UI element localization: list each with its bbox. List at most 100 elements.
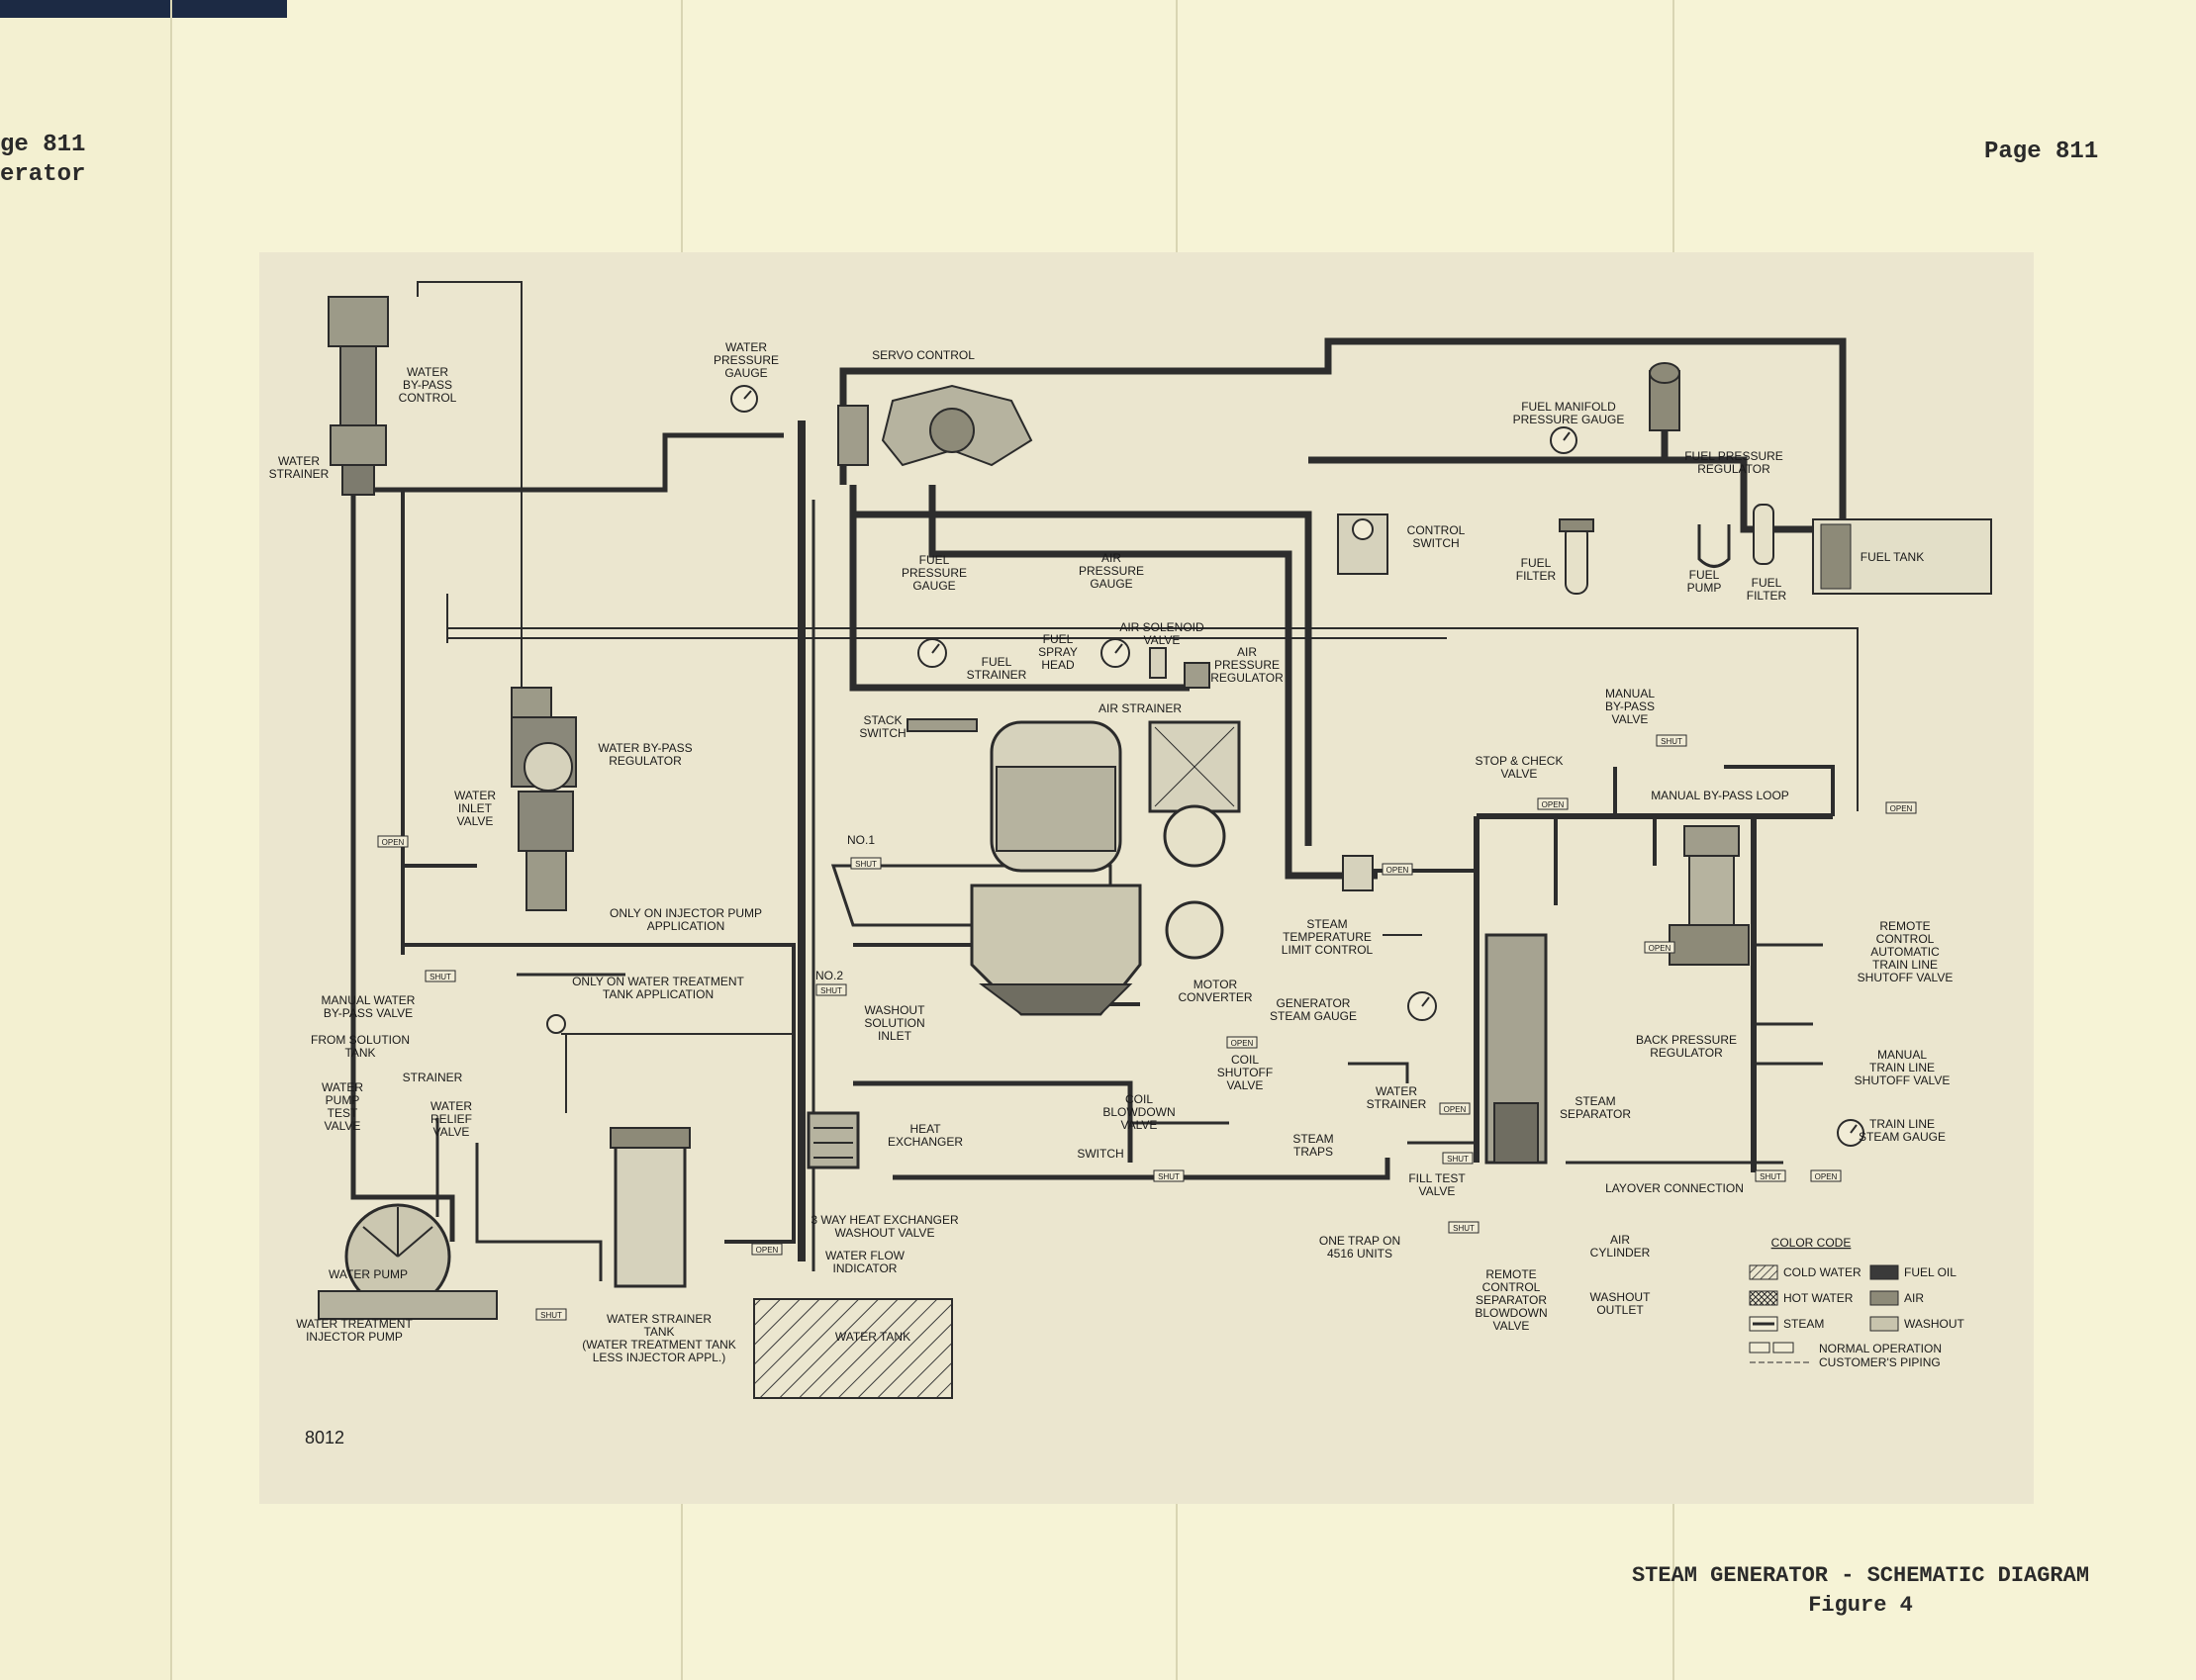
caption-title: STEAM GENERATOR - SCHEMATIC DIAGRAM — [1631, 1563, 2090, 1588]
label-line: PRESSURE GAUGE — [1513, 413, 1625, 426]
water-bypass-regulator-icon — [511, 687, 577, 911]
label-water-tank: WATER TANK — [835, 1330, 910, 1344]
label-line: CONTROL — [1876, 932, 1935, 946]
previous-page-strip — [0, 0, 170, 1680]
label-line: BLOWDOWN — [1475, 1306, 1547, 1320]
label-line: ONLY ON WATER TREATMENT — [572, 975, 744, 988]
label-line: STOP & CHECK — [1476, 754, 1564, 768]
back-pressure-regulator-icon — [1669, 825, 1750, 966]
label-line: APPLICATION — [647, 919, 724, 933]
legend-label: AIR — [1904, 1291, 1924, 1305]
legend-label: NORMAL OPERATION — [1819, 1342, 1942, 1355]
label-line: VALVE — [1612, 712, 1649, 726]
shut-tag: SHUT — [850, 857, 882, 870]
label-line: FUEL TANK — [1861, 550, 1924, 564]
label-line: FILTER — [1747, 589, 1787, 603]
label-line: PUMP — [326, 1093, 360, 1107]
label-line: VALVE — [1501, 767, 1538, 781]
legend-item-normal-operation: NORMAL OPERATION — [1749, 1342, 1942, 1355]
schematic-diagram: WATERBY-PASSCONTROLWATERSTRAINERWATERPRE… — [269, 281, 1992, 1399]
label-line: STEAM GAUGE — [1270, 1009, 1357, 1023]
small-gauge-icon — [546, 1014, 566, 1034]
shut-tag-text: SHUT — [1447, 1155, 1469, 1164]
label-line: PRESSURE — [1079, 564, 1144, 578]
fold-line — [170, 0, 172, 1680]
shut-tag-text: SHUT — [855, 860, 877, 869]
fuel-manifold-gauge-icon — [1550, 426, 1577, 454]
open-tag: OPEN — [1226, 1036, 1258, 1049]
label-line: VALVE — [1419, 1184, 1456, 1198]
open-tag-text: OPEN — [1542, 800, 1565, 809]
steam-limit-control-icon — [1342, 855, 1374, 891]
label-line: FUEL PRESSURE — [1684, 449, 1783, 463]
page-number: Page 811 — [1984, 139, 2099, 165]
previous-page-header: ge 811 erator — [0, 131, 85, 190]
label-line: PRESSURE — [902, 566, 967, 580]
label-line: VALVE — [1227, 1078, 1264, 1092]
shut-tag: SHUT — [1656, 734, 1687, 747]
label-line: COIL — [1231, 1053, 1259, 1067]
air-pressure-gauge-icon — [1100, 638, 1130, 668]
label-line: INLET — [878, 1029, 912, 1043]
label-line: SWITCH — [1077, 1147, 1123, 1161]
legend-item-air: AIR — [1869, 1290, 1924, 1306]
label-line: SHUTOFF — [1217, 1066, 1273, 1079]
label-line: STACK — [863, 713, 902, 727]
header-left-line: ge 811 — [0, 132, 86, 158]
label-line: FUEL — [1752, 576, 1782, 590]
label-line: WASHOUT VALVE — [835, 1226, 935, 1240]
label-line: GENERATOR — [1277, 996, 1351, 1010]
water-pressure-gauge-icon — [730, 385, 758, 413]
label-line: INDICATOR — [833, 1261, 898, 1275]
label-line: WATER — [430, 1099, 472, 1113]
water-tank-icon — [753, 1298, 953, 1399]
legend-item-fuel-oil: FUEL OIL — [1869, 1264, 1957, 1280]
label-line: WATER — [454, 789, 496, 802]
label-line: AIR — [1237, 645, 1257, 659]
label-line: BY-PASS — [403, 378, 452, 392]
label-line: (WATER TREATMENT TANK — [582, 1338, 736, 1352]
label-line: WATER — [725, 340, 767, 354]
air-regulator-icon — [1149, 647, 1210, 689]
label-line: LAYOVER CONNECTION — [1605, 1181, 1744, 1195]
label-line: TRAPS — [1293, 1145, 1333, 1159]
open-tag: OPEN — [1537, 797, 1569, 810]
label-line: BY-PASS VALVE — [324, 1006, 413, 1020]
label-line: NO.1 — [847, 833, 875, 847]
label-line: CONVERTER — [1178, 990, 1252, 1004]
label-manual-bypass-loop: MANUAL BY-PASS LOOP — [1651, 789, 1789, 802]
drawing-number: 8012 — [305, 1428, 345, 1447]
label-line: VALVE — [1144, 633, 1181, 647]
label-line: SEPARATOR — [1476, 1293, 1547, 1307]
boiler-icon — [970, 720, 1142, 1016]
label-line: WATER PUMP — [329, 1267, 408, 1281]
legend-label: STEAM — [1783, 1317, 1824, 1331]
label-line: MANUAL — [1605, 687, 1655, 700]
legend-label: WASHOUT — [1904, 1317, 1965, 1331]
label-air-strainer: AIR STRAINER — [1098, 701, 1182, 715]
shut-tag-text: SHUT — [1453, 1224, 1475, 1233]
label-no2: NO.2 — [815, 969, 843, 982]
label-line: MANUAL — [1877, 1048, 1927, 1062]
motor-icon — [1148, 720, 1241, 960]
label-line: TEMPERATURE — [1283, 930, 1372, 944]
